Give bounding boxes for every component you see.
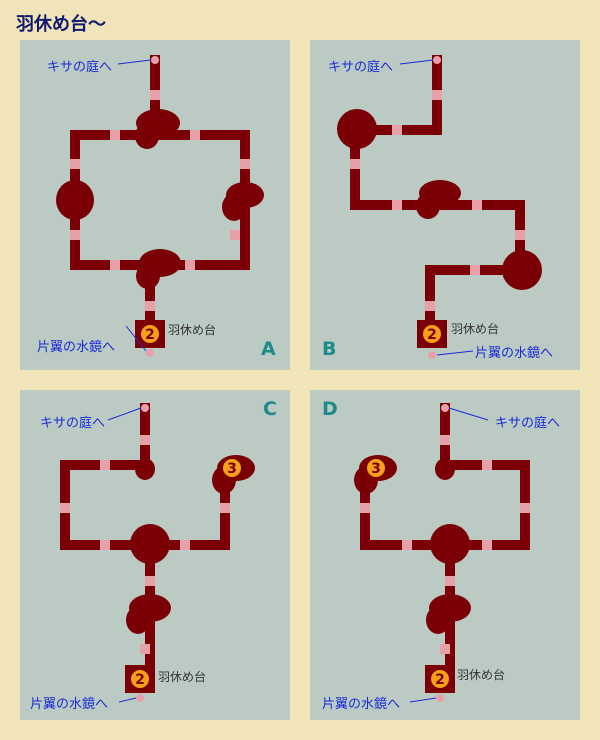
kisa-garden-label[interactable]: キサの庭へ [328, 60, 394, 75]
map-b-drawing: 2 [337, 55, 542, 359]
katayoku-mirror-label[interactable]: 片翼の水鏡へ [322, 697, 401, 712]
exit-marker-bottom[interactable] [428, 351, 436, 359]
door-markers-c [60, 435, 230, 654]
badge-circle [431, 670, 449, 688]
katayoku-mirror-label[interactable]: 片翼の水鏡へ [475, 346, 554, 361]
exit-marker-top[interactable] [141, 404, 149, 412]
map-panel-c: 2 3 キサの庭へ 羽休め台 片翼の水鏡へ C [20, 390, 290, 720]
badge-circle [423, 325, 441, 343]
pointer-line [436, 350, 474, 356]
door-markers-d [360, 435, 530, 654]
katayoku-mirror-label[interactable]: 片翼の水鏡へ [37, 340, 116, 355]
rest-platform-label: 羽休め台 [168, 323, 217, 337]
exit-marker-top[interactable] [151, 56, 159, 64]
exit-marker-top[interactable] [441, 404, 449, 412]
badge-number: 3 [371, 461, 381, 477]
pointer-line [448, 407, 489, 421]
badge-circle [367, 459, 385, 477]
badge-circle [131, 670, 149, 688]
door-markers-a [70, 90, 250, 311]
map-panel-d: 2 3 キサの庭へ 羽休め台 片翼の水鏡へ D [310, 390, 580, 720]
map-letter: A [261, 338, 276, 360]
page-title: 羽休め台〜 [16, 14, 106, 35]
map-letter: D [322, 398, 338, 420]
exit-marker-top[interactable] [433, 56, 441, 64]
kisa-garden-label[interactable]: キサの庭へ [495, 416, 561, 431]
map-panel-a: 2 キサの庭へ 羽休め台 片翼の水鏡へ A [20, 40, 290, 370]
map-panel-b: 2 キサの庭へ 羽休め台 片翼の水鏡へ B [310, 40, 580, 370]
map-a-drawing: 2 [56, 55, 264, 357]
exit-marker-bottom[interactable] [136, 694, 144, 702]
door-markers-b [350, 90, 525, 311]
exit-marker-bottom[interactable] [146, 349, 154, 357]
badge-number: 2 [427, 327, 437, 343]
pointer-line [409, 697, 437, 703]
rest-platform-label: 羽休め台 [158, 670, 207, 684]
map-letter: B [322, 338, 337, 360]
pointer-line [118, 697, 137, 703]
rest-platform-label: 羽休め台 [451, 322, 500, 336]
pointer-line [399, 59, 434, 65]
badge-circle [141, 325, 159, 343]
map-d-drawing: 2 3 [354, 403, 530, 703]
map-letter: C [263, 398, 277, 420]
pointer-line [117, 59, 152, 65]
pointer-line [107, 407, 142, 421]
badge-number: 2 [135, 672, 145, 688]
kisa-garden-label[interactable]: キサの庭へ [47, 60, 113, 75]
badge-number: 2 [435, 672, 445, 688]
rest-platform-label: 羽休め台 [457, 668, 506, 682]
badge-circle [223, 459, 241, 477]
map-c-drawing: 2 3 [60, 403, 255, 703]
katayoku-mirror-label[interactable]: 片翼の水鏡へ [30, 697, 109, 712]
pointer-line [125, 325, 147, 352]
exit-marker-bottom[interactable] [436, 694, 444, 702]
kisa-garden-label[interactable]: キサの庭へ [40, 416, 106, 431]
badge-number: 2 [145, 327, 155, 343]
badge-number: 3 [227, 461, 237, 477]
